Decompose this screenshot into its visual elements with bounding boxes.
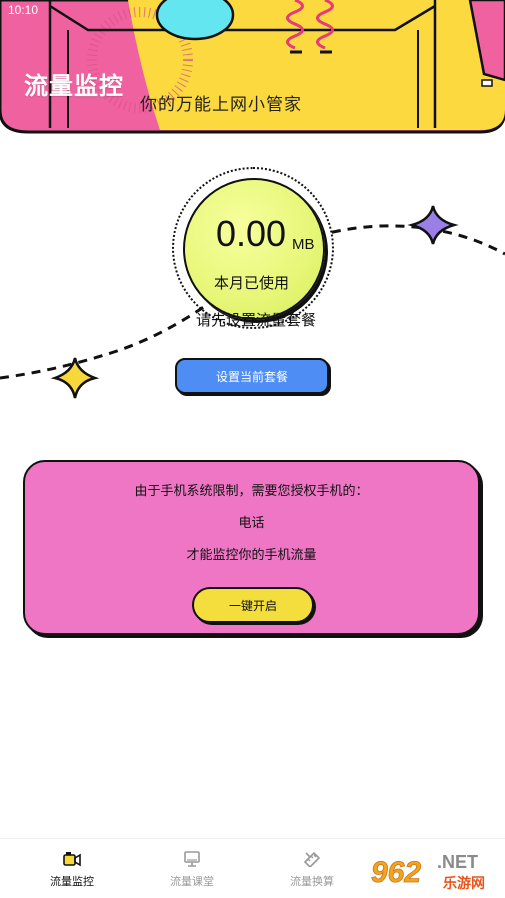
watermark-number: 962 [371,856,421,889]
permission-reason: 才能监控你的手机流量 [186,547,317,562]
watermark-suffix: .NET [437,852,478,872]
gauge-ring [172,167,334,329]
tab-label: 流量监控 [50,876,94,888]
page-subtitle: 你的万能上网小管家 [140,95,302,114]
header-banner: 10:10 流量监控 你的万能上网小管家 [0,0,505,135]
usage-label: 本月已使用 [214,275,290,292]
tab-traffic-class[interactable]: 流量课堂 [132,839,252,898]
tab-traffic-monitor[interactable]: 流量监控 [12,839,132,898]
permission-item: 电话 [238,515,265,530]
permission-text: 由于手机系统限制，需要您授权手机的： [134,483,369,498]
status-time: 10:10 [8,3,39,17]
usage-value: 0.00 [216,213,287,254]
watermark-name: 乐游网 [443,875,485,892]
sparkle-yellow-icon [50,357,100,399]
usage-gauge [183,178,325,320]
usage-unit: MB [292,236,315,253]
tab-label: 流量课堂 [170,876,214,888]
permission-card: 由于手机系统限制，需要您授权手机的： 电话 才能监控你的手机流量 一键开启 [23,460,480,635]
header-illustration [0,0,505,134]
monitor-icon [184,851,200,867]
ruler-icon [303,851,321,867]
camera-icon [63,852,81,867]
watermark-logo: 962 .NET 乐游网 [367,852,485,892]
page-title: 流量监控 [24,73,124,100]
tab-label: 流量换算 [290,876,334,888]
sparkle-purple-icon [407,205,459,245]
usage-hint: 请先设置流量套餐 [196,312,317,329]
enable-permission-button[interactable]: 一键开启 [192,587,314,623]
tab-traffic-convert[interactable]: 流量换算 [252,839,372,898]
setup-plan-button[interactable]: 设置当前套餐 [175,358,329,394]
